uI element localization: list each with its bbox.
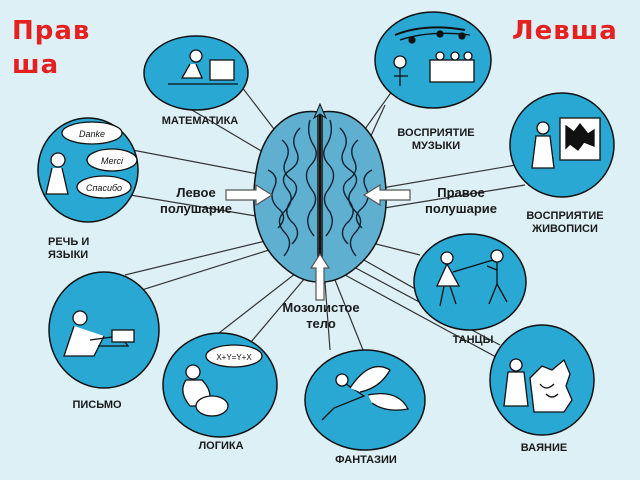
left-hemisphere-label: Левое полушарие <box>159 185 232 216</box>
fantasy-label: Фантазии <box>335 454 397 466</box>
math-pictogram <box>168 49 238 85</box>
logic-label: Логика <box>198 440 244 452</box>
speech-pictogram <box>45 121 138 199</box>
right-handed-title: Правша <box>12 16 91 80</box>
music-label: Восприятие музыки <box>397 127 475 152</box>
left-handed-title: Левша <box>512 16 618 46</box>
sculpture-pictogram <box>503 358 573 413</box>
right-hemisphere-arrow <box>362 183 411 207</box>
danke-text: Danke <box>79 129 105 139</box>
right-hemisphere <box>321 110 387 283</box>
sculpture-label: Ваяние <box>520 442 568 454</box>
brain <box>253 102 387 283</box>
fantasy-circle <box>304 349 426 451</box>
dance-pictogram <box>435 249 508 307</box>
writing-label: Письмо <box>72 399 122 411</box>
dance-label: Танцы <box>452 334 494 346</box>
corpus-callosum-label: Мозолистое тело <box>282 300 360 331</box>
right-hemisphere-label: Правое полушарие <box>424 185 497 216</box>
merci-text: Merci <box>101 156 124 166</box>
painting-label: Восприятие живописи <box>526 210 604 235</box>
corpus-callosum-arrow <box>309 252 331 301</box>
left-hemisphere <box>253 110 319 283</box>
dance-circle <box>413 233 527 331</box>
left-hemisphere-arrow <box>225 183 274 207</box>
arrows <box>225 183 411 301</box>
speech-label: Речь и языки <box>48 236 90 261</box>
music-pictogram <box>393 26 475 86</box>
writing-circle <box>48 271 160 389</box>
math-label: Математика <box>161 115 239 127</box>
writing-pictogram <box>63 310 135 357</box>
formula-text: X+Y=Y+X <box>216 353 252 362</box>
painting-pictogram <box>531 117 601 169</box>
logic-pictogram <box>182 344 263 417</box>
brain-gyri <box>267 119 373 257</box>
spasibo-text: Спасибо <box>86 183 122 193</box>
fantasy-pictogram <box>321 365 409 421</box>
